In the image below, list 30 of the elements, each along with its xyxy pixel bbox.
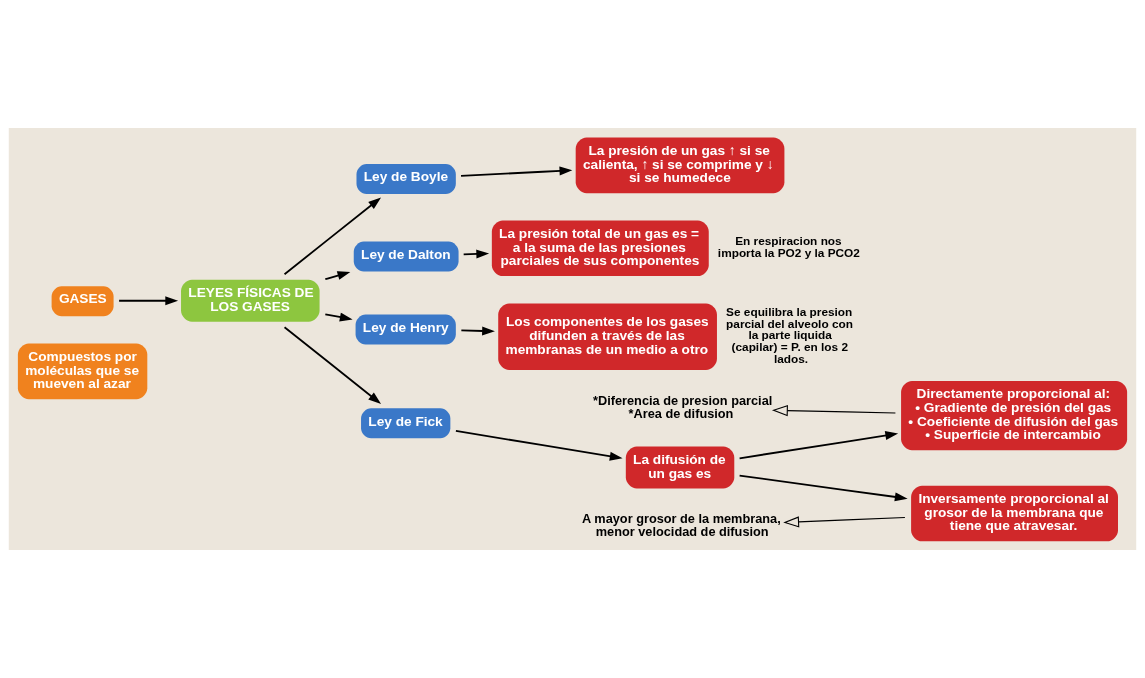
node-box: La presión de un gas ↑ si se calienta, ↑ si se comprime y ↓ si se humedece (575, 137, 785, 194)
node-box: Ley de Henry (355, 314, 456, 345)
arrow (283, 197, 382, 276)
node-text: *Diferencia de presion parcial *Area de difusion (593, 392, 773, 421)
node-box: GASES (51, 286, 114, 317)
node-box: LEYES FÍSICAS DE LOS GASES (181, 279, 320, 322)
node-box: Inversamente proporcional al grosor de la membrana que tiene que atravesar. (911, 485, 1118, 542)
node-text: A mayor grosor de la membrana, menor velocidad de difusion (582, 511, 781, 540)
arrow (738, 431, 899, 460)
node-box: Ley de Boyle (356, 164, 456, 195)
node-label: Se equilibra la presion parcial del alveolo con la parte liquida (capilar) = P. en los 2 lados. (726, 304, 853, 367)
arrow (118, 296, 179, 306)
node-box: Ley de Fick (361, 408, 451, 439)
node-label: En respiracion nos importa la PO2 y la PCO2 (717, 234, 860, 260)
node-box: Compuestos por moléculas que se mueven al azar (17, 343, 148, 400)
node-box: Los componentes de los gases difunden a través de las membranas de un medio a otro (498, 303, 717, 370)
arrow (462, 249, 490, 259)
arrow (738, 474, 908, 502)
arrow (454, 430, 623, 461)
node-box: La presión total de un gas es = a la suma de las presiones parciales de sus componentes (491, 220, 709, 277)
arrow (283, 326, 382, 404)
node-box: Ley de Dalton (353, 241, 459, 272)
arrow (324, 271, 351, 281)
node-box: Directamente proporcional al: • Gradiente de presión del gas • Coeficiente de difusión del gas • Superficie de intercambio (901, 380, 1128, 451)
node-box: La difusión de un gas es (625, 446, 735, 489)
arrow (771, 405, 896, 417)
arrow (460, 326, 495, 336)
arrow (783, 516, 906, 528)
arrow (324, 312, 353, 322)
arrow (460, 166, 573, 177)
